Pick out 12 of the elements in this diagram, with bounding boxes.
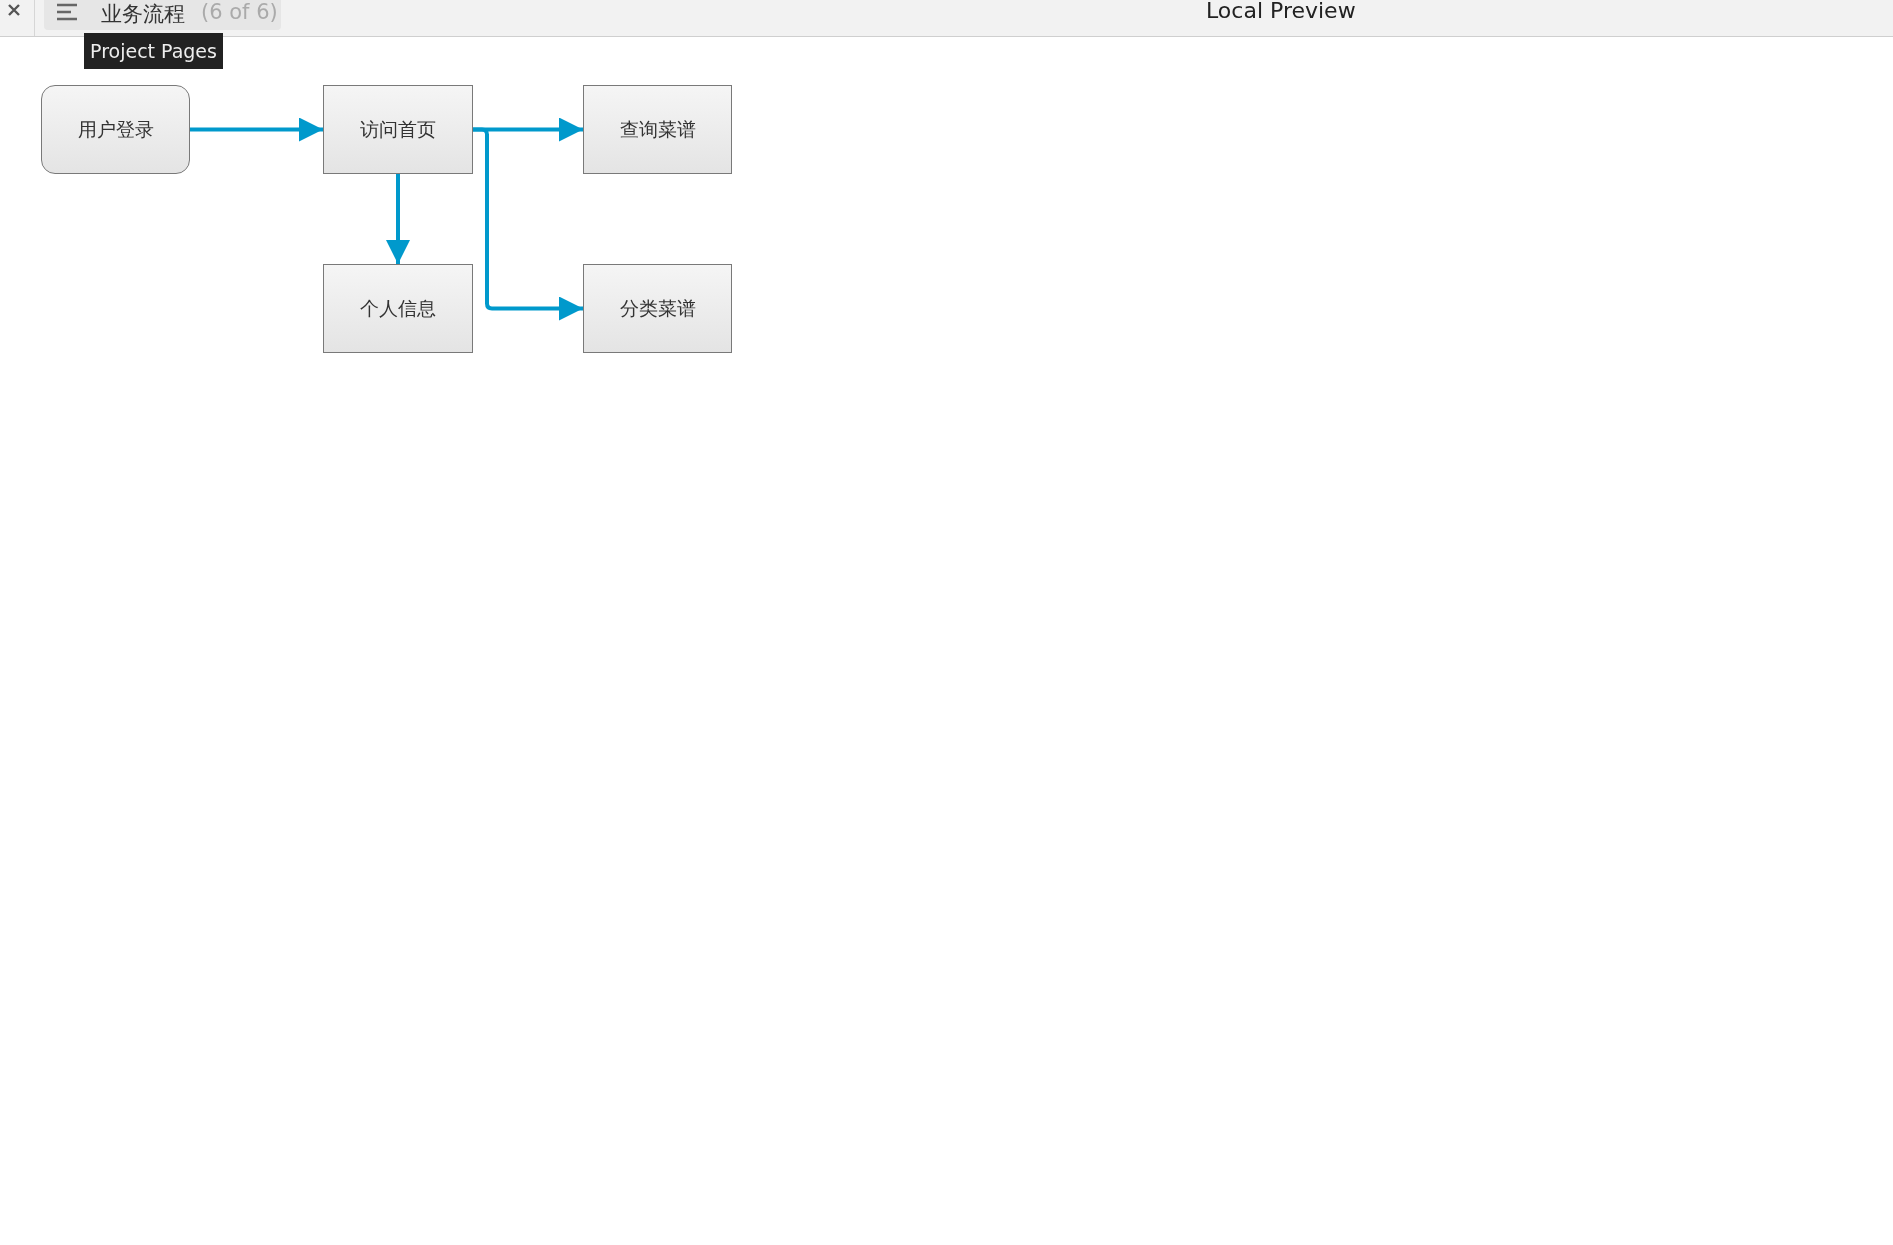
- arrow: [473, 127, 583, 321]
- tooltip: Project Pages: [84, 33, 223, 69]
- arrow: [190, 117, 323, 142]
- process-box: 查询菜谱: [583, 85, 732, 174]
- arrow: [386, 174, 410, 264]
- process-box: 个人信息: [323, 264, 473, 353]
- page-counter: (6 of 6): [201, 0, 278, 24]
- rounded-process-box: 用户登录: [41, 85, 190, 174]
- process-box: 访问首页: [323, 85, 473, 174]
- window-title: Local Preview: [1206, 0, 1356, 23]
- process-box: 分类菜谱: [583, 264, 732, 353]
- page-title: 业务流程: [101, 1, 185, 28]
